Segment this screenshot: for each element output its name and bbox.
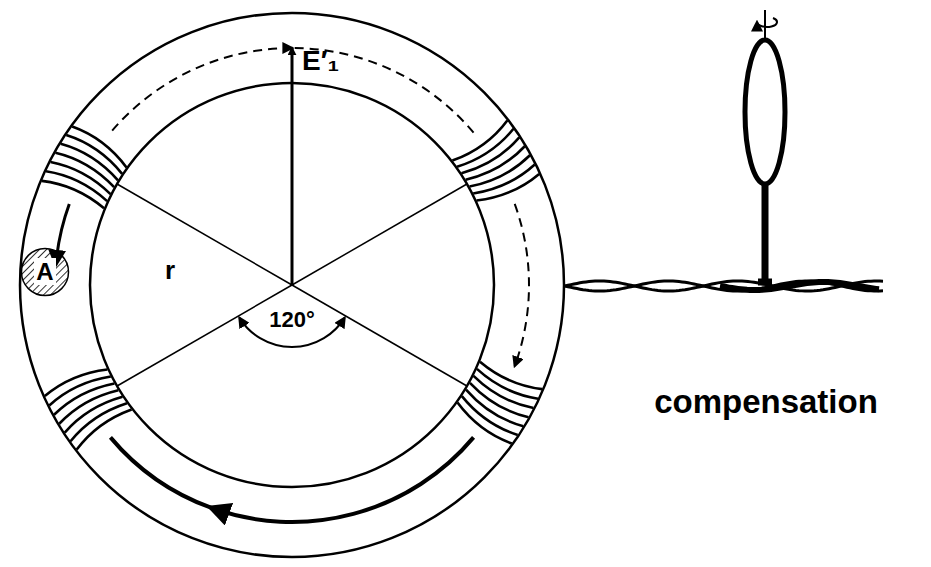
winding-turn xyxy=(42,181,104,208)
current-path-lower xyxy=(110,437,210,507)
winding-turn xyxy=(54,383,114,414)
winding-turn xyxy=(473,165,535,194)
radius-symbol: r xyxy=(165,256,175,285)
current-path-lower xyxy=(211,437,474,522)
winding-turn xyxy=(457,403,511,444)
winding-turn xyxy=(45,370,108,397)
radius-line xyxy=(292,285,467,386)
winding-turn xyxy=(477,369,538,399)
winding-turn xyxy=(474,376,534,408)
twisted-lead-heavy xyxy=(720,282,879,290)
twisted-lead xyxy=(565,281,883,291)
compensation-loop xyxy=(745,40,785,184)
radius-line xyxy=(292,184,467,285)
field-symbol: E′₁ xyxy=(302,46,339,77)
toroid-outer xyxy=(20,13,564,557)
radius-line xyxy=(117,184,292,285)
rotation-axis xyxy=(764,10,766,40)
field-vector xyxy=(291,48,294,285)
compensation-caption: compensation xyxy=(654,384,878,420)
winding-turn xyxy=(457,129,513,167)
compensation-stem xyxy=(758,184,772,282)
winding-turn xyxy=(480,362,542,389)
winding-turn xyxy=(65,397,123,433)
winding-turn xyxy=(46,171,107,201)
winding-turn xyxy=(72,126,126,167)
winding-turn xyxy=(51,162,111,194)
winding-turn xyxy=(470,155,530,186)
winding-turn xyxy=(466,146,525,180)
twisted-lead xyxy=(565,281,883,291)
angle-value: 120° xyxy=(269,308,315,332)
cross-section-circle: A xyxy=(20,247,70,297)
winding-turn xyxy=(49,377,111,406)
flux-path-upper xyxy=(110,48,292,133)
section-label: A xyxy=(34,258,55,285)
rotation-arrow xyxy=(757,18,777,27)
flux-path-right xyxy=(515,204,529,366)
winding-turn xyxy=(461,137,519,173)
winding-turn xyxy=(59,390,118,424)
winding-turn xyxy=(477,174,540,201)
radius-line xyxy=(117,285,292,386)
winding-turn xyxy=(71,403,127,441)
